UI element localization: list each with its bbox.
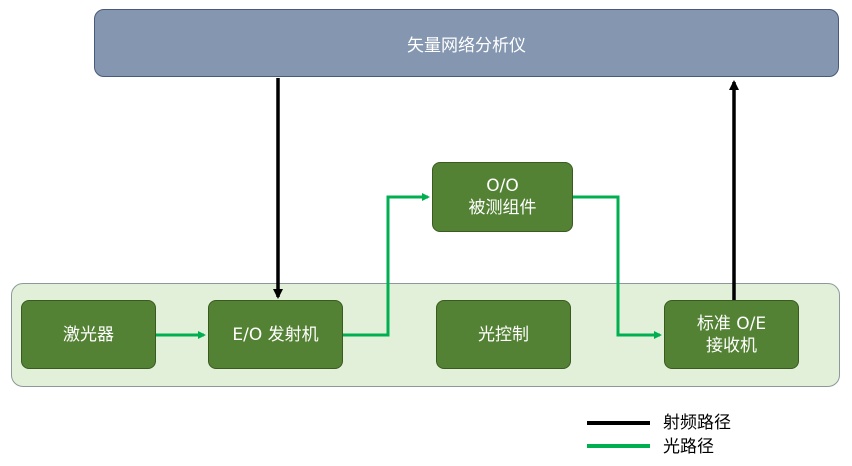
oo-dut-block: O/O 被测组件: [432, 162, 573, 232]
optical-control-block: 光控制: [436, 300, 571, 369]
oo-dut-label-line1: O/O: [486, 176, 519, 196]
optical-control-label: 光控制: [478, 324, 529, 345]
eo-transmitter-label: E/O 发射机: [232, 324, 319, 345]
legend-optical-label: 光路径: [663, 437, 714, 457]
oo-dut-label-line2: 被测组件: [468, 198, 537, 218]
vector-network-analyzer: 矢量网络分析仪: [94, 9, 839, 77]
vna-label: 矢量网络分析仪: [407, 35, 526, 56]
eo-transmitter-block: E/O 发射机: [208, 300, 343, 369]
oe-receiver-block: 标准 O/E 接收机: [664, 300, 799, 369]
laser-block: 激光器: [21, 300, 156, 369]
oe-receiver-label-line1: 标准 O/E: [696, 313, 767, 334]
legend-rf-label: 射频路径: [663, 413, 731, 433]
laser-label: 激光器: [63, 324, 114, 345]
oe-receiver-label-line2: 接收机: [706, 335, 757, 356]
